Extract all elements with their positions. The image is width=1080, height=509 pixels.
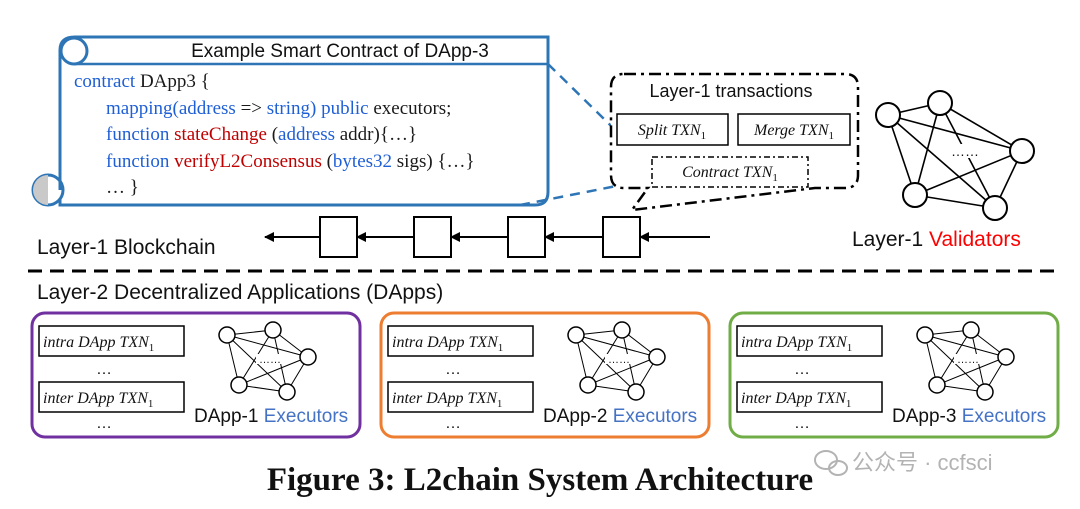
intra-dapp-txn-label: intra DApp TXN1 bbox=[392, 334, 503, 354]
layer1-blockchain: Layer-1 Blockchain bbox=[37, 216, 710, 259]
intra-dapp-txn-box bbox=[38, 325, 185, 357]
layer1-transactions-title: Layer-1 transactions bbox=[649, 81, 812, 101]
block bbox=[507, 216, 546, 258]
intra-dapp-txn-box bbox=[736, 325, 883, 357]
contract-scroll: Example Smart Contract of DApp-3 contrac… bbox=[31, 35, 550, 207]
inter-dapp-txn-box bbox=[38, 381, 185, 413]
contract-title: Example Smart Contract of DApp-3 bbox=[191, 41, 489, 62]
validator-node bbox=[982, 195, 1008, 221]
wechat-icon bbox=[814, 450, 848, 476]
layer1-validators-label: Layer-1 Validators bbox=[852, 228, 1021, 251]
layer1-blockchain-label: Layer-1 Blockchain bbox=[37, 236, 216, 259]
layer2-label: Layer-2 Decentralized Applications (DApp… bbox=[37, 281, 443, 304]
inter-dapp-txn-box bbox=[387, 381, 534, 413]
code-line: function verifyL2Consensus (bytes32 sigs… bbox=[106, 151, 475, 172]
dapp-executors-label: DApp-2 Executors bbox=[543, 406, 697, 427]
executors-dots: …… bbox=[608, 354, 630, 366]
executor-node bbox=[627, 383, 645, 401]
executor-link bbox=[924, 334, 1007, 358]
split-txn-box bbox=[616, 113, 729, 146]
inter-dapp-txn-label: inter DApp TXN1 bbox=[741, 390, 851, 410]
ellipsis: … bbox=[794, 415, 810, 432]
executor-node bbox=[916, 326, 934, 344]
block bbox=[413, 216, 452, 258]
executor-link bbox=[226, 334, 309, 358]
ellipsis: … bbox=[96, 361, 112, 378]
executor-node bbox=[278, 383, 296, 401]
executor-node bbox=[997, 348, 1015, 366]
validator-node bbox=[875, 102, 901, 128]
ellipsis: … bbox=[445, 415, 461, 432]
executor-node bbox=[928, 376, 946, 394]
code-line: function stateChange (address addr){…} bbox=[106, 124, 417, 145]
layer1-transactions-callout: Layer-1 transactions Split TXN1 Merge TX… bbox=[609, 72, 860, 212]
executor-link bbox=[575, 334, 658, 358]
split-txn-label: Split TXN1 bbox=[638, 122, 706, 142]
intra-dapp-txn-box bbox=[387, 325, 534, 357]
validator-node bbox=[927, 90, 953, 116]
validators-dots: …… bbox=[951, 143, 979, 159]
executors-dots: …… bbox=[957, 354, 979, 366]
executor-node bbox=[264, 321, 282, 339]
executor-node bbox=[976, 383, 994, 401]
validators-network: …… Layer-1 Validators bbox=[852, 90, 1035, 251]
figure-caption: Figure 3: L2chain System Architecture bbox=[267, 462, 813, 498]
executor-node bbox=[648, 348, 666, 366]
watermark: 公众号 · ccfsci bbox=[814, 450, 993, 476]
inter-dapp-txn-label: inter DApp TXN1 bbox=[43, 390, 153, 410]
executor-node bbox=[218, 326, 236, 344]
executor-node bbox=[962, 321, 980, 339]
ellipsis: … bbox=[445, 361, 461, 378]
ellipsis: … bbox=[794, 361, 810, 378]
intra-dapp-txn-label: intra DApp TXN1 bbox=[741, 334, 852, 354]
intra-dapp-txn-label: intra DApp TXN1 bbox=[43, 334, 154, 354]
validator-node bbox=[1009, 138, 1035, 164]
validator-node bbox=[902, 182, 928, 208]
inter-dapp-txn-box bbox=[736, 381, 883, 413]
inter-dapp-txn-label: inter DApp TXN1 bbox=[392, 390, 502, 410]
block bbox=[602, 216, 641, 258]
watermark-text: 公众号 · ccfsci bbox=[852, 450, 993, 475]
code-line: contract DApp3 { bbox=[74, 71, 210, 92]
code-line: mapping(address => string) public execut… bbox=[106, 98, 451, 119]
contract-txn-label: Contract TXN1 bbox=[682, 164, 778, 184]
ellipsis: … bbox=[96, 415, 112, 432]
executors-dots: …… bbox=[259, 354, 281, 366]
scroll-top-curl-icon bbox=[59, 36, 89, 66]
executor-node bbox=[230, 376, 248, 394]
connector-dashed bbox=[519, 177, 653, 207]
executor-node bbox=[299, 348, 317, 366]
executor-node bbox=[567, 326, 585, 344]
merge-txn-box bbox=[737, 113, 851, 146]
executor-link bbox=[238, 356, 309, 386]
executor-node bbox=[579, 376, 597, 394]
dapp-executors-label: DApp-3 Executors bbox=[892, 406, 1046, 427]
executor-link bbox=[936, 356, 1007, 386]
contract-txn-box bbox=[651, 156, 809, 188]
code-line: … } bbox=[106, 177, 139, 198]
dapp-executors-label: DApp-1 Executors bbox=[194, 406, 348, 427]
executor-link bbox=[587, 356, 658, 386]
block bbox=[319, 216, 358, 258]
merge-txn-label: Merge TXN1 bbox=[753, 122, 834, 142]
executor-node bbox=[613, 321, 631, 339]
